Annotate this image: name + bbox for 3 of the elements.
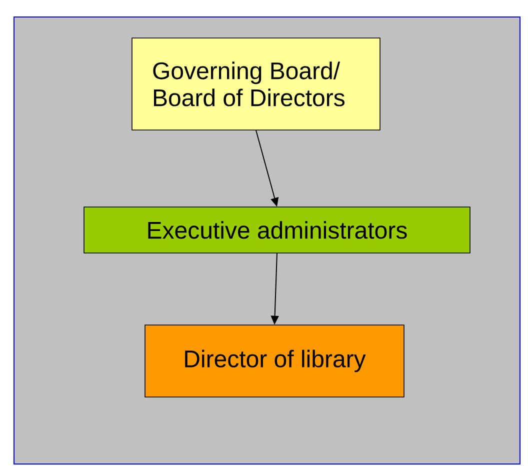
process-box: Executive administrators <box>84 206 470 254</box>
process-box: Director of library <box>144 324 404 398</box>
process-box: Governing Board/ Board of Directors <box>132 38 380 130</box>
